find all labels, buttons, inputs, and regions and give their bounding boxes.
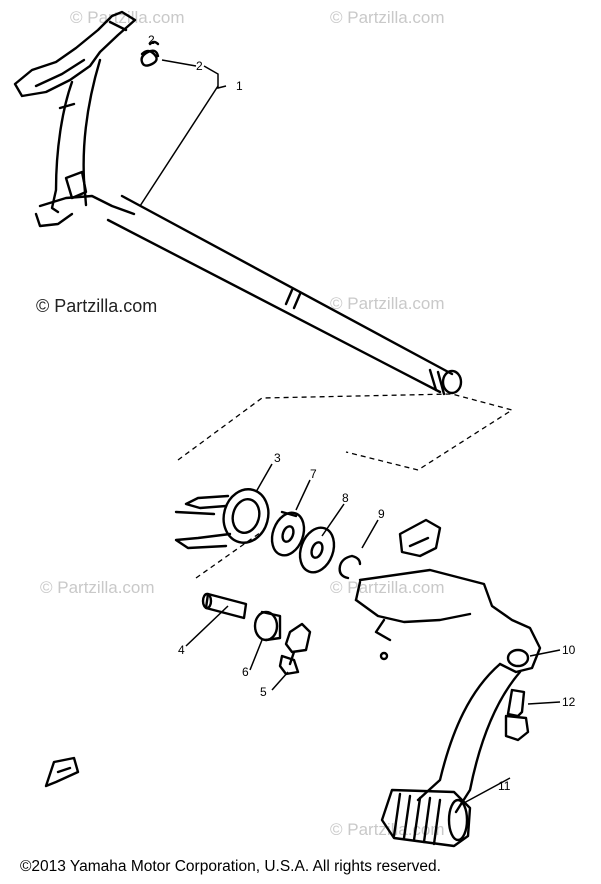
- washer-part-8[interactable]: [294, 523, 340, 577]
- watermark: © Partzilla.com: [40, 578, 155, 597]
- reference-lines: [177, 393, 514, 579]
- spring-part-2[interactable]: [140, 40, 160, 67]
- pin-part-4[interactable]: [201, 592, 248, 620]
- shift-arm-part-3[interactable]: [174, 484, 274, 550]
- clip-part-5[interactable]: [278, 622, 312, 676]
- watermark: © Partzilla.com: [36, 296, 158, 316]
- shift-shaft-part-1[interactable]: [13, 10, 463, 396]
- front-direction-icon: [44, 756, 80, 788]
- pedal-rubber-part-11[interactable]: [380, 788, 472, 848]
- callout-2-upper: 2: [148, 33, 155, 47]
- callout-9: 9: [378, 507, 385, 521]
- callout-2: 2: [196, 59, 203, 73]
- callout-1: 1: [236, 79, 243, 93]
- washer-part-7[interactable]: [266, 508, 309, 560]
- callout-10: 10: [562, 643, 576, 657]
- circlip-part-9[interactable]: [338, 554, 362, 580]
- callout-6: 6: [242, 665, 249, 679]
- callout-7: 7: [310, 467, 317, 481]
- shift-pedal-part-10[interactable]: [354, 518, 542, 814]
- callout-8: 8: [342, 491, 349, 505]
- callout-12: 12: [562, 695, 576, 709]
- copyright-notice: ©2013 Yamaha Motor Corporation, U.S.A. A…: [20, 858, 441, 875]
- watermark: © Partzilla.com: [70, 8, 185, 27]
- callout-4: 4: [178, 643, 185, 657]
- watermark: © Partzilla.com: [330, 8, 445, 27]
- callout-numbers: 1 2 2 3 4 5 6 7 8 9 10 11 12: [148, 33, 576, 793]
- bolt-part-12[interactable]: [504, 688, 530, 742]
- collar-part-6[interactable]: [253, 610, 282, 642]
- callout-3: 3: [274, 451, 281, 465]
- callout-5: 5: [260, 685, 267, 699]
- watermark: © Partzilla.com: [330, 294, 445, 313]
- leader-lines: [139, 59, 561, 805]
- callout-11: 11: [498, 779, 511, 793]
